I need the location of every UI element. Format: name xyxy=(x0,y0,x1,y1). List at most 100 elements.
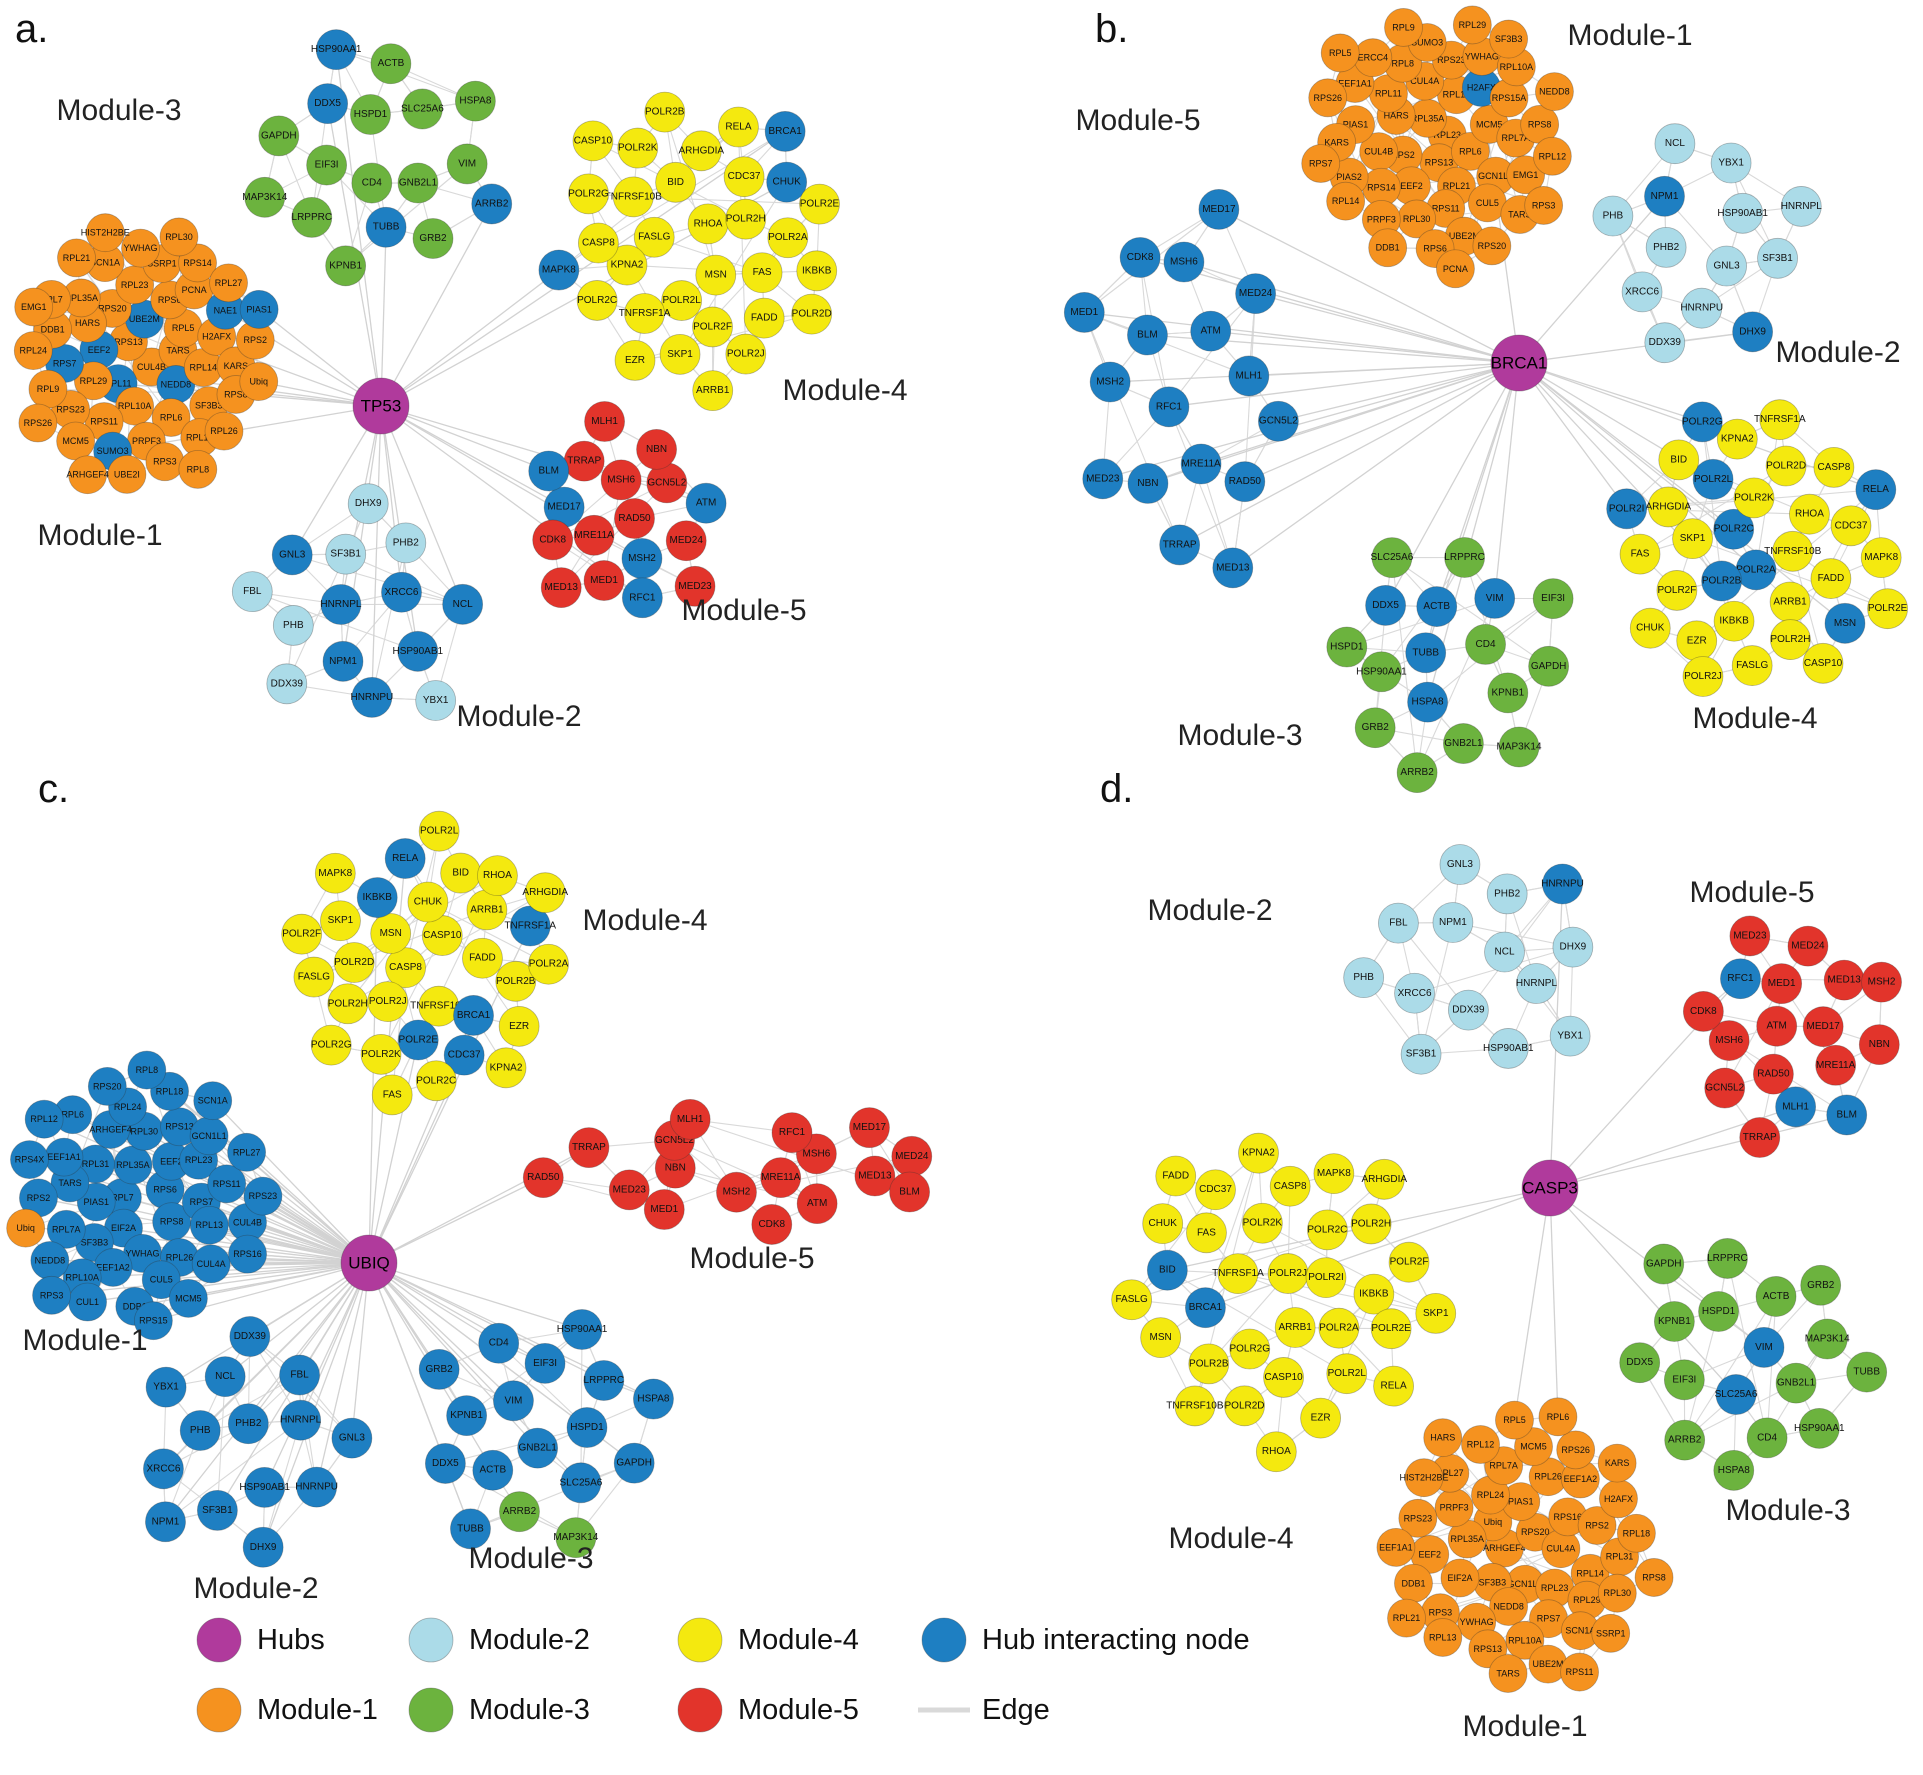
node-eif3i[interactable]: EIF3I xyxy=(524,1342,566,1384)
node-med23[interactable]: MED23 xyxy=(608,1169,650,1211)
node-hsp90aa1[interactable]: HSP90AA1 xyxy=(1794,1407,1845,1449)
node-rps23[interactable]: RPS23 xyxy=(243,1176,283,1216)
node-mapk8[interactable]: MAPK8 xyxy=(1860,537,1902,578)
node-rps11[interactable]: RPS11 xyxy=(1560,1652,1599,1692)
node-hsp90ab1[interactable]: HSP90AB1 xyxy=(239,1467,290,1508)
node-rpl27[interactable]: RPL27 xyxy=(209,263,248,303)
node-tnfrsf10b[interactable]: TNFRSF10B xyxy=(1166,1385,1224,1427)
node-hsp90ab1[interactable]: HSP90AB1 xyxy=(1483,1028,1534,1069)
node-ncl[interactable]: NCL xyxy=(204,1356,246,1397)
node-med24[interactable]: MED24 xyxy=(1235,273,1276,315)
node-rpl29[interactable]: RPL29 xyxy=(1452,5,1492,45)
node-msn[interactable]: MSN xyxy=(1824,602,1866,644)
node-atm[interactable]: ATM xyxy=(1756,1005,1798,1047)
node-rps26[interactable]: RPS26 xyxy=(1556,1430,1596,1470)
node-blm[interactable]: BLM xyxy=(1127,314,1168,356)
node-polr2e[interactable]: POLR2E xyxy=(1370,1308,1412,1350)
node-polr2d[interactable]: POLR2D xyxy=(791,293,833,335)
node-phb[interactable]: PHB xyxy=(179,1410,221,1451)
node-mre11a[interactable]: MRE11A xyxy=(1815,1044,1857,1086)
node-ddx39[interactable]: DDX39 xyxy=(1447,989,1489,1031)
node-med1[interactable]: MED1 xyxy=(1063,292,1105,333)
node-faslg[interactable]: FASLG xyxy=(1111,1279,1153,1321)
node-arrb1[interactable]: ARRB1 xyxy=(1769,581,1811,623)
node-gapdh[interactable]: GAPDH xyxy=(1643,1243,1685,1285)
node-sf3b1[interactable]: SF3B1 xyxy=(1757,237,1798,279)
node-ncl[interactable]: NCL xyxy=(1484,931,1525,973)
node-sf3b1[interactable]: SF3B1 xyxy=(1400,1033,1442,1075)
node-polr2l[interactable]: POLR2L xyxy=(1692,458,1734,500)
node-hnrnpu[interactable]: HNRNPU xyxy=(295,1466,338,1508)
node-rpl30[interactable]: RPL30 xyxy=(1597,1573,1637,1613)
node-chuk[interactable]: CHUK xyxy=(1142,1203,1184,1245)
node-ikbkb[interactable]: IKBKB xyxy=(1353,1273,1395,1315)
node-atm[interactable]: ATM xyxy=(685,482,727,524)
node-med1[interactable]: MED1 xyxy=(643,1189,685,1230)
node-hspd1[interactable]: HSPD1 xyxy=(566,1407,608,1448)
node-arrb1[interactable]: ARRB1 xyxy=(466,889,508,931)
node-scn1a[interactable]: SCN1A xyxy=(193,1081,233,1121)
node-kpnb1[interactable]: KPNB1 xyxy=(1653,1301,1695,1342)
node-rps26[interactable]: RPS26 xyxy=(18,403,58,443)
node-ddx39[interactable]: DDX39 xyxy=(229,1316,271,1357)
node-polr2a[interactable]: POLR2A xyxy=(528,943,569,985)
node-actb[interactable]: ACTB xyxy=(1416,586,1458,627)
node-ezr[interactable]: EZR xyxy=(498,1005,540,1047)
node-pias1[interactable]: PIAS1 xyxy=(239,290,279,329)
node-nbn[interactable]: NBN xyxy=(636,428,677,470)
node-ubiq[interactable]: Ubiq xyxy=(6,1208,46,1248)
node-kpnb1[interactable]: KPNB1 xyxy=(446,1395,488,1437)
node-gcn1l1[interactable]: GCN1L1 xyxy=(189,1116,229,1156)
node-rpl21[interactable]: RPL21 xyxy=(57,238,96,278)
node-msn[interactable]: MSN xyxy=(1140,1317,1182,1358)
node-med13[interactable]: MED13 xyxy=(854,1155,896,1197)
node-trrap[interactable]: TRRAP xyxy=(1159,524,1201,566)
node-arrb2[interactable]: ARRB2 xyxy=(1664,1419,1706,1461)
node-ikbkb[interactable]: IKBKB xyxy=(1713,600,1755,642)
node-vim[interactable]: VIM xyxy=(1474,578,1516,619)
node-hsp90ab1[interactable]: HSP90AB1 xyxy=(392,630,443,672)
node-rps16[interactable]: RPS16 xyxy=(228,1234,267,1274)
node-phb[interactable]: PHB xyxy=(1592,195,1634,237)
node-gnl3[interactable]: GNL3 xyxy=(1706,245,1747,287)
node-rpl8[interactable]: RPL8 xyxy=(178,449,218,489)
node-polr2f[interactable]: POLR2F xyxy=(281,913,323,955)
node-rps4x[interactable]: RPS4X xyxy=(10,1140,49,1180)
node-slc25a6[interactable]: SLC25A6 xyxy=(1715,1374,1758,1415)
node-rps26[interactable]: RPS26 xyxy=(1308,78,1348,118)
node-ddx39[interactable]: DDX39 xyxy=(266,663,308,705)
node-med24[interactable]: MED24 xyxy=(891,1135,933,1177)
node-nbn[interactable]: NBN xyxy=(1127,463,1169,504)
node-grb2[interactable]: GRB2 xyxy=(1354,707,1396,749)
node-actb[interactable]: ACTB xyxy=(370,43,412,85)
node-med13[interactable]: MED13 xyxy=(1212,547,1254,589)
node-phb[interactable]: PHB xyxy=(272,605,314,646)
node-casp8[interactable]: CASP8 xyxy=(1269,1165,1311,1207)
node-rpl9[interactable]: RPL9 xyxy=(28,369,68,409)
node-med17[interactable]: MED17 xyxy=(1198,188,1240,230)
node-skp1[interactable]: SKP1 xyxy=(320,900,361,942)
node-ddb1[interactable]: DDB1 xyxy=(1368,228,1408,268)
hub-node-casp3[interactable]: CASP3 xyxy=(1521,1159,1579,1217)
node-blm[interactable]: BLM xyxy=(528,450,570,492)
node-trrap[interactable]: TRRAP xyxy=(1739,1117,1781,1158)
node-hspa8[interactable]: HSPA8 xyxy=(1407,681,1448,723)
node-hnrnpl[interactable]: HNRNPL xyxy=(1781,186,1823,227)
node-mapk8[interactable]: MAPK8 xyxy=(314,852,356,894)
node-hspd1[interactable]: HSPD1 xyxy=(1326,626,1368,668)
node-cdk8[interactable]: CDK8 xyxy=(1119,237,1161,278)
node-rfc1[interactable]: RFC1 xyxy=(1720,958,1761,1000)
node-ubiq[interactable]: Ubiq xyxy=(239,362,279,401)
node-rps3[interactable]: RPS3 xyxy=(1524,186,1564,225)
node-hnrnpl[interactable]: HNRNPL xyxy=(280,1399,322,1441)
node-polr2a[interactable]: POLR2A xyxy=(1735,549,1777,591)
node-atm[interactable]: ATM xyxy=(796,1183,838,1225)
node-ybx1[interactable]: YBX1 xyxy=(145,1366,187,1408)
node-med13[interactable]: MED13 xyxy=(1823,959,1865,1001)
node-hspa8[interactable]: HSPA8 xyxy=(1713,1449,1755,1491)
node-atm[interactable]: ATM xyxy=(1190,310,1232,352)
node-rela[interactable]: RELA xyxy=(718,106,759,148)
node-xrcc6[interactable]: XRCC6 xyxy=(143,1448,184,1490)
node-tubb[interactable]: TUBB xyxy=(1405,632,1447,674)
node-rpl13[interactable]: RPL13 xyxy=(1423,1618,1463,1657)
